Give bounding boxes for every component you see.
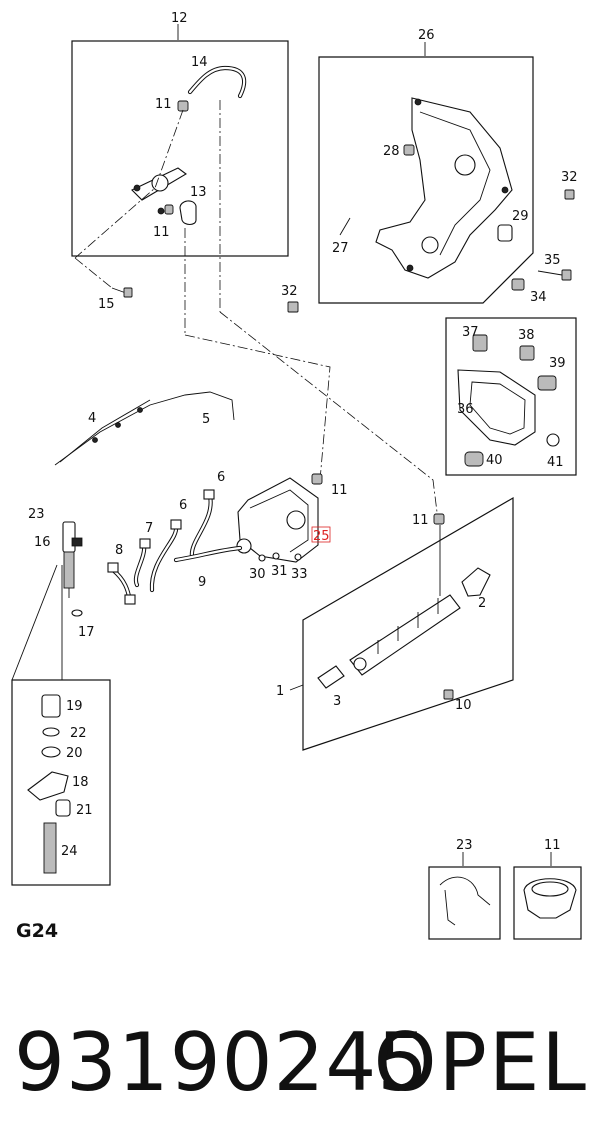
callout-11: 11 [155,97,172,112]
callout-35: 35 [544,253,561,268]
callout-20: 20 [66,746,83,761]
callout-12: 12 [171,11,188,26]
detail-box-23: 23 [428,838,501,940]
clip-23[interactable] [439,876,491,926]
part-info-footer: 93190245 OPEL [0,1008,600,1128]
callout-14: 14 [191,55,208,70]
high-pressure-pump-25[interactable] [236,473,323,563]
pressure-sensor-3[interactable] [317,665,345,689]
part-number: 93190245 [14,1016,430,1109]
callout-4: 4 [88,411,96,426]
callout-25-highlight: 25 [311,526,331,544]
callout-11: 11 [544,838,561,853]
washer-17[interactable] [71,609,83,617]
callout-27: 27 [332,241,349,256]
nut-10[interactable] [443,689,454,700]
injector-detail-box: 19 22 20 18 21 24 [11,564,111,886]
leak-off-line-4-5[interactable] [54,391,235,466]
pressure-sensor-2[interactable] [461,567,491,597]
fuel-rail[interactable] [349,594,461,676]
callout-8: 8 [115,543,123,558]
callout-29: 29 [512,209,529,224]
bolt-32-right[interactable] [564,189,575,200]
brand-name: OPEL [373,1016,588,1109]
callout-16: 16 [34,535,51,550]
callout-9: 9 [198,575,206,590]
group-36-box: 37 38 39 36 40 41 [445,317,577,476]
callout-40: 40 [486,453,503,468]
nut-11-top[interactable] [177,100,189,112]
fuel-rail-group-box: 2 1 3 10 [276,496,514,751]
detail-box-11: 11 [513,838,582,940]
callout-10: 10 [455,698,472,713]
callout-34: 34 [530,290,547,305]
callout-19: 19 [66,699,83,714]
callout-21: 21 [76,803,93,818]
callout-24: 24 [61,844,78,859]
callout-3: 3 [333,694,341,709]
callout-38: 38 [518,328,535,343]
callout-33: 33 [291,567,308,582]
callout-15: 15 [98,297,115,312]
callout-5: 5 [202,412,210,427]
callout-39: 39 [549,356,566,371]
callout-30: 30 [249,567,266,582]
bolt-15[interactable] [74,257,133,298]
clip-13[interactable] [179,200,197,226]
callout-11: 11 [153,225,170,240]
exploded-parts-diagram: 14 11 13 11 12 15 28 27 29 26 32 [11,11,582,940]
bolt-32-middle[interactable] [287,301,299,313]
callout-26: 26 [418,28,435,43]
callout-23: 23 [456,838,473,853]
bolt-34[interactable] [511,278,525,291]
callout-1: 1 [276,684,284,699]
callout-18: 18 [72,775,89,790]
callout-32: 32 [561,170,578,185]
callout-13: 13 [190,185,207,200]
callout-7: 7 [145,521,153,536]
group-12-box: 14 11 13 11 [71,24,289,335]
callout-6: 6 [217,470,225,485]
callout-11: 11 [412,513,429,528]
callout-37: 37 [462,325,479,340]
gasket-36[interactable] [457,369,536,446]
injector-16[interactable] [62,521,83,598]
pressure-pipes[interactable] [107,489,243,605]
callout-11: 11 [331,483,348,498]
callout-22: 22 [70,726,87,741]
group-code-label: G24 [16,920,59,942]
bolt-35[interactable] [537,269,572,281]
callout-23: 23 [28,507,45,522]
callout-2: 2 [478,596,486,611]
callout-36: 36 [457,402,474,417]
callout-17: 17 [78,625,95,640]
callout-6: 6 [179,498,187,513]
callout-25: 25 [313,529,330,544]
group-26-box: 28 27 29 [318,42,534,304]
callout-32: 32 [281,284,298,299]
callout-31: 31 [271,564,288,579]
callout-41: 41 [547,455,564,470]
callout-28: 28 [383,144,400,159]
pump-bracket[interactable] [375,97,513,279]
